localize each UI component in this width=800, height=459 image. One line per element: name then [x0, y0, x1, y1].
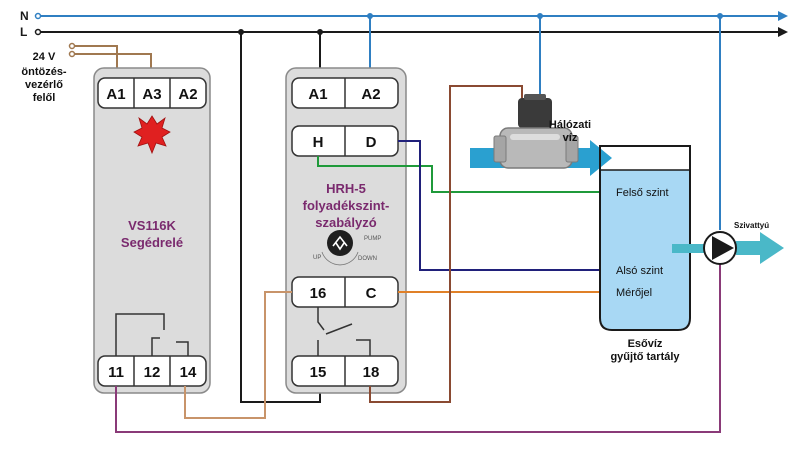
valve-flange-right [565, 135, 579, 163]
knob-arrows-icon [332, 235, 348, 251]
relay-indicator-flame-icon [133, 115, 171, 155]
controller-terminal-18: 18 [363, 364, 380, 381]
source-terminal-1 [68, 42, 76, 50]
controller-contact-18 [356, 339, 371, 356]
relay-terminal-a2: A2 [178, 86, 197, 103]
relay-contact-nc [151, 337, 160, 356]
live-line-arrow [778, 27, 788, 37]
knob-label-down: DOWN [358, 256, 377, 262]
relay-subtitle: Segédrelé [121, 235, 183, 250]
relay-contact-common [115, 313, 165, 356]
controller-terminal-a1: A1 [308, 86, 327, 103]
controller-terminal-15: 15 [310, 364, 327, 381]
source-voltage: 24 V [33, 51, 56, 63]
pump-triangle [712, 236, 734, 260]
controller-subtitle-1: folyadékszint- [303, 198, 390, 213]
relay-terminal-a3: A3 [142, 86, 161, 103]
pump-label: Szivattyú [734, 221, 769, 230]
controller-terminal-16: 16 [310, 285, 327, 302]
solenoid-valve-icon [493, 94, 579, 169]
neutral-line-label: N [20, 9, 29, 23]
tank-lower-level: Alsó szint [616, 265, 663, 277]
controller-name: HRH-5 [326, 181, 366, 196]
knob-body[interactable] [327, 230, 353, 256]
tank-title-2: gyűjtő tartály [610, 351, 680, 363]
tank-outline [599, 145, 691, 331]
controller-terminal-a2: A2 [361, 86, 380, 103]
wire-d-lower-level [398, 140, 602, 271]
live-wire-left-drop [240, 32, 321, 403]
tank-upper-level: Felső szint [616, 187, 669, 199]
tank-title-1: Esővíz [628, 338, 663, 350]
source-terminal-2 [68, 50, 76, 58]
neutral-line-arrow [778, 11, 788, 21]
valve-label-2: víz [563, 132, 578, 144]
knob-arc-icon [321, 251, 359, 266]
controller-subtitle-2: szabályzó [315, 215, 376, 230]
valve-flange-left [493, 135, 507, 163]
live-endpoint [34, 28, 42, 36]
controller-contact-16 [317, 307, 325, 331]
valve-highlight [510, 134, 560, 140]
controller-module: A1 A2 H D HRH-5 folyadékszint- szabályzó… [285, 67, 407, 394]
rainwater-tank [599, 145, 691, 331]
pump-outlet-arrow [736, 232, 784, 264]
relay-bottom-terminal-block [97, 355, 207, 387]
relay-terminal-12: 12 [144, 364, 161, 381]
wire-16-relay-14 [184, 291, 292, 419]
relay-top-terminal-block [97, 77, 207, 109]
valve-label-1: Hálózati [549, 119, 591, 131]
relay-terminal-a1: A1 [106, 86, 125, 103]
live-line-label: L [20, 25, 27, 39]
relay-body [93, 67, 211, 394]
relay-module: A1 A3 A2 VS116K Segédrelé 11 12 14 [93, 67, 211, 394]
knob-label-pump: PUMP [364, 236, 381, 242]
controller-body [285, 67, 407, 394]
controller-contact-bar [325, 323, 353, 335]
relay-terminal-14: 14 [180, 364, 197, 381]
relay-name: VS116K [128, 218, 176, 233]
mode-selector-knob[interactable] [321, 230, 359, 266]
relay-terminal-11: 11 [108, 364, 124, 381]
source-line-2: vezérlő [25, 79, 63, 91]
valve-coil [518, 98, 552, 128]
tank-water [600, 170, 690, 330]
wire-18-valve [369, 85, 523, 403]
pump-icon [703, 231, 737, 265]
valve-coil-top [524, 94, 546, 100]
source-line-3: felől [33, 92, 56, 104]
pump-inlet-pipe [672, 244, 704, 253]
controller-terminal-h: H [313, 134, 324, 151]
controller-terminal-c: C [366, 285, 377, 302]
relay-contact-no [176, 341, 189, 356]
wire-relay-11-pump [115, 262, 721, 433]
neutral-endpoint [34, 12, 42, 20]
knob-label-up: UP [313, 255, 321, 261]
controller-terminal-d: D [366, 134, 377, 151]
source-line-1: öntözés- [21, 66, 67, 78]
tank-probe: Mérőjel [616, 287, 652, 299]
wire-h-upper-level [317, 156, 602, 193]
